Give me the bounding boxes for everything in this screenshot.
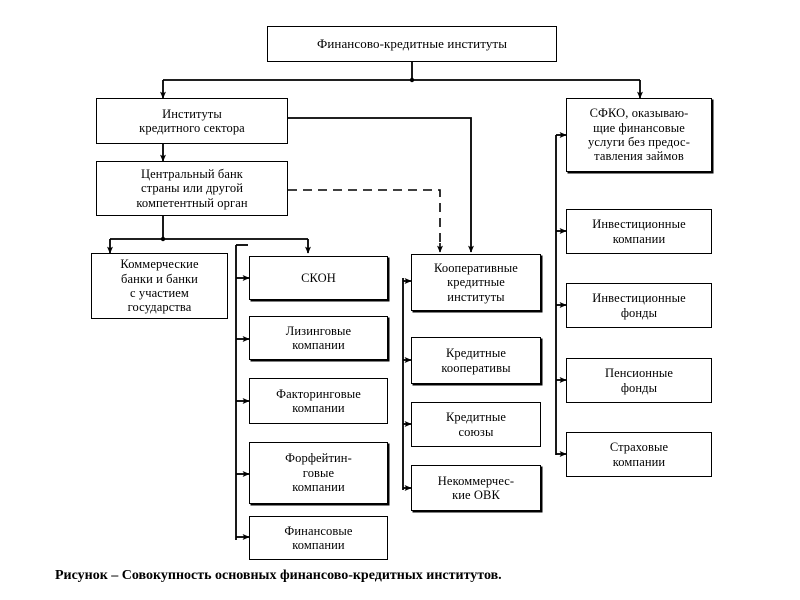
node-leasing-companies[interactable]: Лизинговые компании xyxy=(249,316,388,360)
node-noncommercial-ovk-label: Некоммерчес- кие ОВК xyxy=(437,473,515,502)
node-investment-funds[interactable]: Инвестиционные фонды xyxy=(566,283,712,328)
node-noncommercial-ovk[interactable]: Некоммерчес- кие ОВК xyxy=(411,465,541,511)
node-credit-sector-label: Институты кредитного сектора xyxy=(139,106,245,135)
node-investment-funds-label: Инвестиционные фонды xyxy=(592,291,686,320)
node-credit-unions-label: Кредитные союзы xyxy=(445,410,507,439)
node-skon-label: СКОН xyxy=(301,270,336,285)
node-commercial-banks[interactable]: Коммерческие банки и банки с участием го… xyxy=(91,253,228,319)
node-sfko[interactable]: СФКО, оказываю- щие финансовые услуги бе… xyxy=(566,98,712,172)
figure-caption: Рисунок – Совокупность основных финансов… xyxy=(55,568,502,583)
node-central-bank-label: Центральный банк страны или другой компе… xyxy=(136,166,248,210)
node-sfko-label: СФКО, оказываю- щие финансовые услуги бе… xyxy=(588,106,690,164)
node-investment-companies[interactable]: Инвестиционные компании xyxy=(566,209,712,254)
node-forfaiting-companies-label: Форфейтин- говые компании xyxy=(285,451,352,495)
node-commercial-banks-label: Коммерческие банки и банки с участием го… xyxy=(120,257,199,315)
node-credit-cooperatives-label: Кредитные кооперативы xyxy=(441,346,511,375)
node-cooperative-credit-institutes[interactable]: Кооперативные кредитные институты xyxy=(411,254,541,311)
node-cooperative-credit-institutes-label: Кооперативные кредитные институты xyxy=(434,260,518,304)
node-root[interactable]: Финансово-кредитные институты xyxy=(267,26,557,62)
node-finance-companies-label: Финансовые компании xyxy=(284,523,353,552)
node-credit-cooperatives[interactable]: Кредитные кооперативы xyxy=(411,337,541,384)
node-insurance-companies-label: Страховые компании xyxy=(609,440,669,469)
node-leasing-companies-label: Лизинговые компании xyxy=(285,323,352,352)
node-central-bank[interactable]: Центральный банк страны или другой компе… xyxy=(96,161,288,216)
node-credit-sector[interactable]: Институты кредитного сектора xyxy=(96,98,288,144)
node-skon[interactable]: СКОН xyxy=(249,256,388,300)
node-credit-unions[interactable]: Кредитные союзы xyxy=(411,402,541,447)
node-finance-companies[interactable]: Финансовые компании xyxy=(249,516,388,560)
node-investment-companies-label: Инвестиционные компании xyxy=(592,217,686,246)
node-factoring-companies-label: Факторинговые компании xyxy=(276,386,361,415)
node-insurance-companies[interactable]: Страховые компании xyxy=(566,432,712,477)
node-root-label: Финансово-кредитные институты xyxy=(316,35,508,51)
node-factoring-companies[interactable]: Факторинговые компании xyxy=(249,378,388,424)
node-pension-funds-label: Пенсионные фонды xyxy=(604,366,674,395)
node-pension-funds[interactable]: Пенсионные фонды xyxy=(566,358,712,403)
node-forfaiting-companies[interactable]: Форфейтин- говые компании xyxy=(249,442,388,504)
